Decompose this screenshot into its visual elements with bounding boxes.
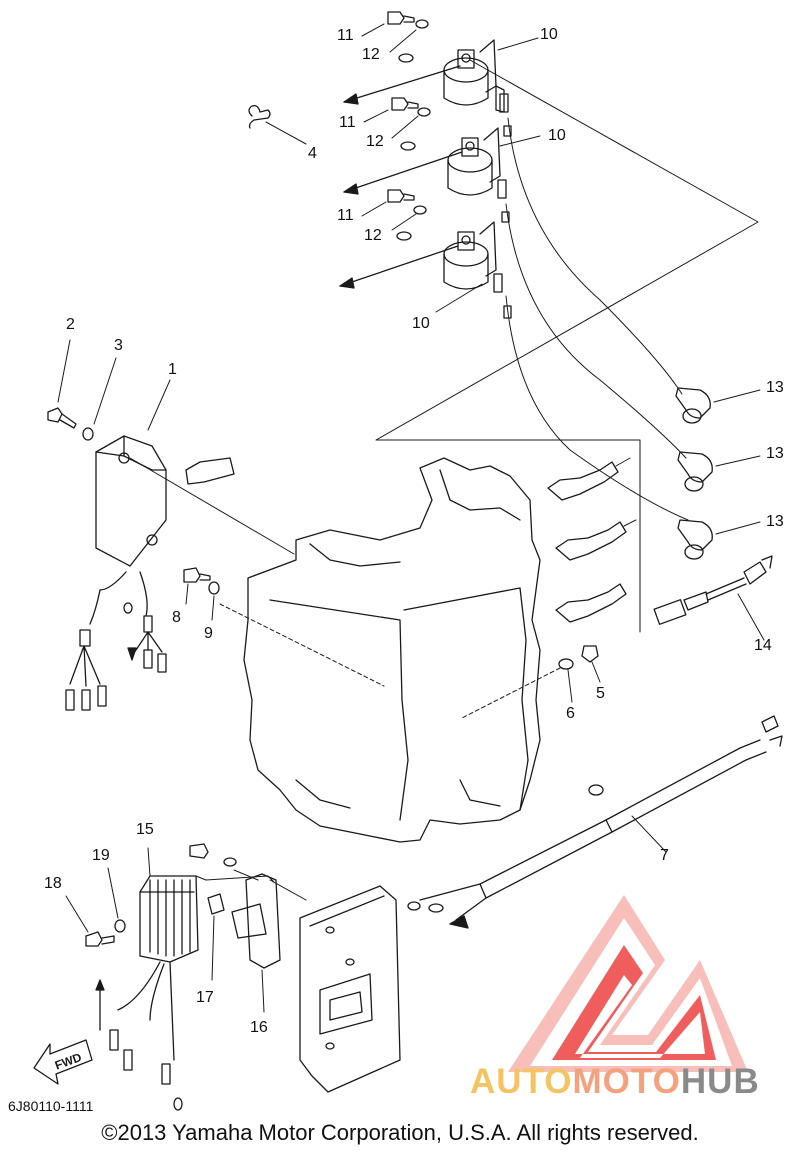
watermark-brand-text: AUTOMOTOHUB bbox=[470, 1064, 760, 1099]
callout-4: 4 bbox=[308, 145, 317, 162]
callout-5: 5 bbox=[596, 685, 605, 702]
electrical-bracket-plate bbox=[233, 869, 421, 1093]
callout-15: 15 bbox=[136, 821, 154, 838]
brand-moto: MOTO bbox=[572, 1062, 681, 1101]
callout-12: 12 bbox=[366, 133, 384, 150]
regulator-bolt bbox=[65, 867, 126, 947]
callout-8: 8 bbox=[172, 609, 181, 626]
brand-auto: AUTO bbox=[470, 1062, 573, 1101]
mount-dashed-lines bbox=[219, 603, 561, 719]
reference-lines bbox=[375, 59, 759, 633]
callout-17: 17 bbox=[196, 989, 214, 1006]
callout-13: 13 bbox=[766, 445, 784, 462]
callout-19: 19 bbox=[92, 847, 110, 864]
block-bolt bbox=[183, 567, 220, 621]
callout-2: 2 bbox=[66, 316, 75, 333]
callout-3: 3 bbox=[114, 337, 123, 354]
wire-harness bbox=[419, 715, 783, 929]
coil-leader-lines bbox=[265, 23, 541, 313]
callout-6: 6 bbox=[566, 705, 575, 722]
callout-16: 16 bbox=[250, 1019, 268, 1036]
callout-10: 10 bbox=[548, 127, 566, 144]
mounting-bracket bbox=[189, 843, 281, 1013]
rectifier-regulator bbox=[95, 847, 275, 1111]
callout-11: 11 bbox=[337, 27, 354, 44]
callout-14: 14 bbox=[754, 637, 772, 654]
ignition-coil-middle bbox=[447, 125, 512, 199]
callout-11: 11 bbox=[339, 114, 356, 131]
coil-mount-arrows bbox=[339, 65, 463, 289]
callout-11: 11 bbox=[337, 207, 354, 224]
ignition-coil-bottom bbox=[443, 211, 512, 319]
coil-bolts bbox=[387, 11, 419, 203]
plug-side-bolt bbox=[558, 645, 601, 703]
coil-washers bbox=[396, 19, 431, 241]
spark-plug-caps bbox=[675, 387, 761, 560]
callout-12: 12 bbox=[362, 46, 380, 63]
wire-clip bbox=[248, 104, 271, 129]
copyright-notice: ©2013 Yamaha Motor Corporation, U.S.A. A… bbox=[101, 1120, 699, 1145]
connector-holder bbox=[207, 893, 225, 981]
callout-10: 10 bbox=[540, 26, 558, 43]
spark-plugs bbox=[547, 457, 637, 623]
callout-7: 7 bbox=[660, 847, 669, 864]
drawing-code: 6J80110-1111 bbox=[8, 1098, 94, 1114]
cdi-bolt bbox=[47, 339, 171, 441]
callout-1: 1 bbox=[168, 361, 177, 378]
callout-18: 18 bbox=[44, 875, 62, 892]
cdi-connectors bbox=[65, 615, 167, 711]
callout-13: 13 bbox=[766, 513, 784, 530]
watermark-logo bbox=[508, 895, 748, 1072]
callout-9: 9 bbox=[204, 625, 213, 642]
forward-direction-arrow: FWD bbox=[33, 1039, 93, 1085]
brand-hub: HUB bbox=[680, 1062, 760, 1101]
callout-13: 13 bbox=[766, 379, 784, 396]
temperature-sensor bbox=[653, 555, 773, 641]
cdi-unit bbox=[89, 435, 295, 625]
callout-10: 10 bbox=[412, 315, 430, 332]
callout-12: 12 bbox=[364, 227, 382, 244]
engine-block bbox=[243, 457, 541, 843]
ignition-coil-top bbox=[443, 39, 509, 113]
